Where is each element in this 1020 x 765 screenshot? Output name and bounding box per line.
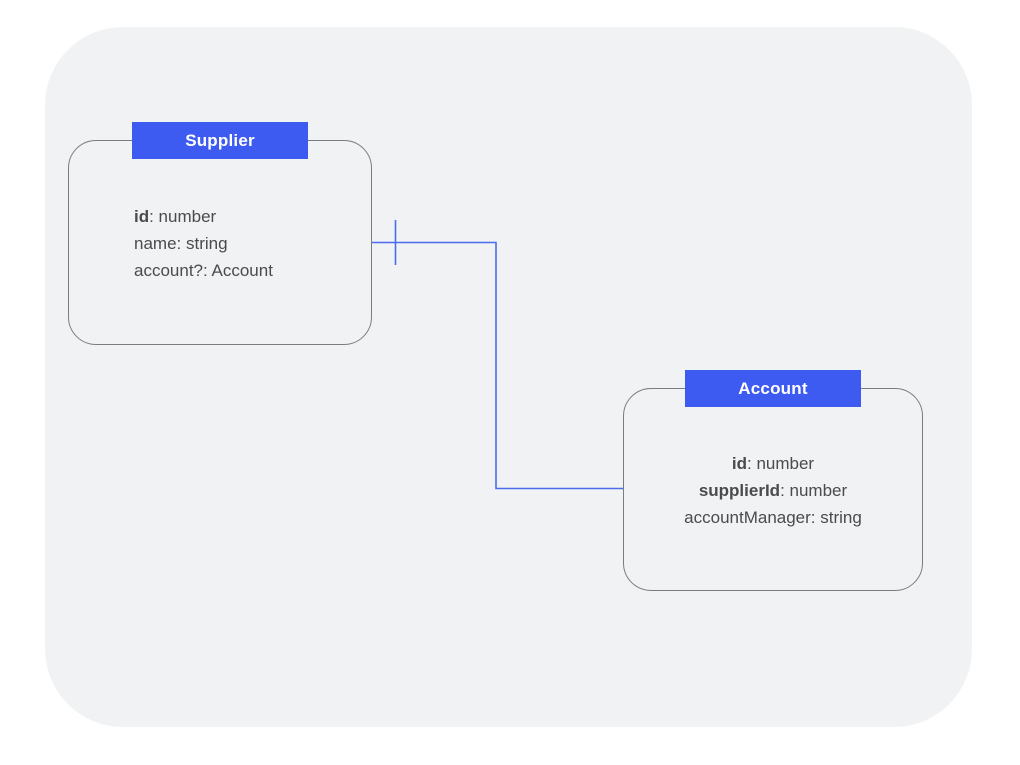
field-name: account? — [134, 261, 203, 280]
field-row: supplierId: number — [624, 477, 922, 504]
entity-supplier[interactable]: Supplier id: number name: string account… — [68, 122, 372, 345]
entity-account-header: Account — [685, 370, 861, 407]
field-row: id: number — [624, 450, 922, 477]
field-row: accountManager: string — [624, 504, 922, 531]
entity-supplier-fields: id: number name: string account?: Accoun… — [134, 203, 273, 284]
entity-account[interactable]: Account id: number supplierId: number ac… — [623, 370, 923, 591]
field-name: accountManager — [684, 508, 811, 527]
field-name: supplierId — [698, 481, 781, 500]
field-name: id — [731, 454, 747, 473]
entity-account-title: Account — [738, 378, 808, 398]
field-name: name — [134, 234, 177, 253]
field-row: account?: Account — [134, 257, 273, 284]
field-type: : Account — [203, 261, 273, 280]
field-row: name: string — [134, 230, 273, 257]
field-type: : number — [780, 481, 848, 500]
field-type: : string — [810, 508, 862, 527]
field-type: : number — [149, 207, 217, 226]
field-type: : number — [747, 454, 815, 473]
field-row: id: number — [134, 203, 273, 230]
entity-account-fields: id: number supplierId: number accountMan… — [624, 450, 922, 531]
entity-supplier-title: Supplier — [185, 130, 255, 150]
entity-supplier-header: Supplier — [132, 122, 308, 159]
field-type: : string — [176, 234, 228, 253]
field-name: id — [134, 207, 150, 226]
